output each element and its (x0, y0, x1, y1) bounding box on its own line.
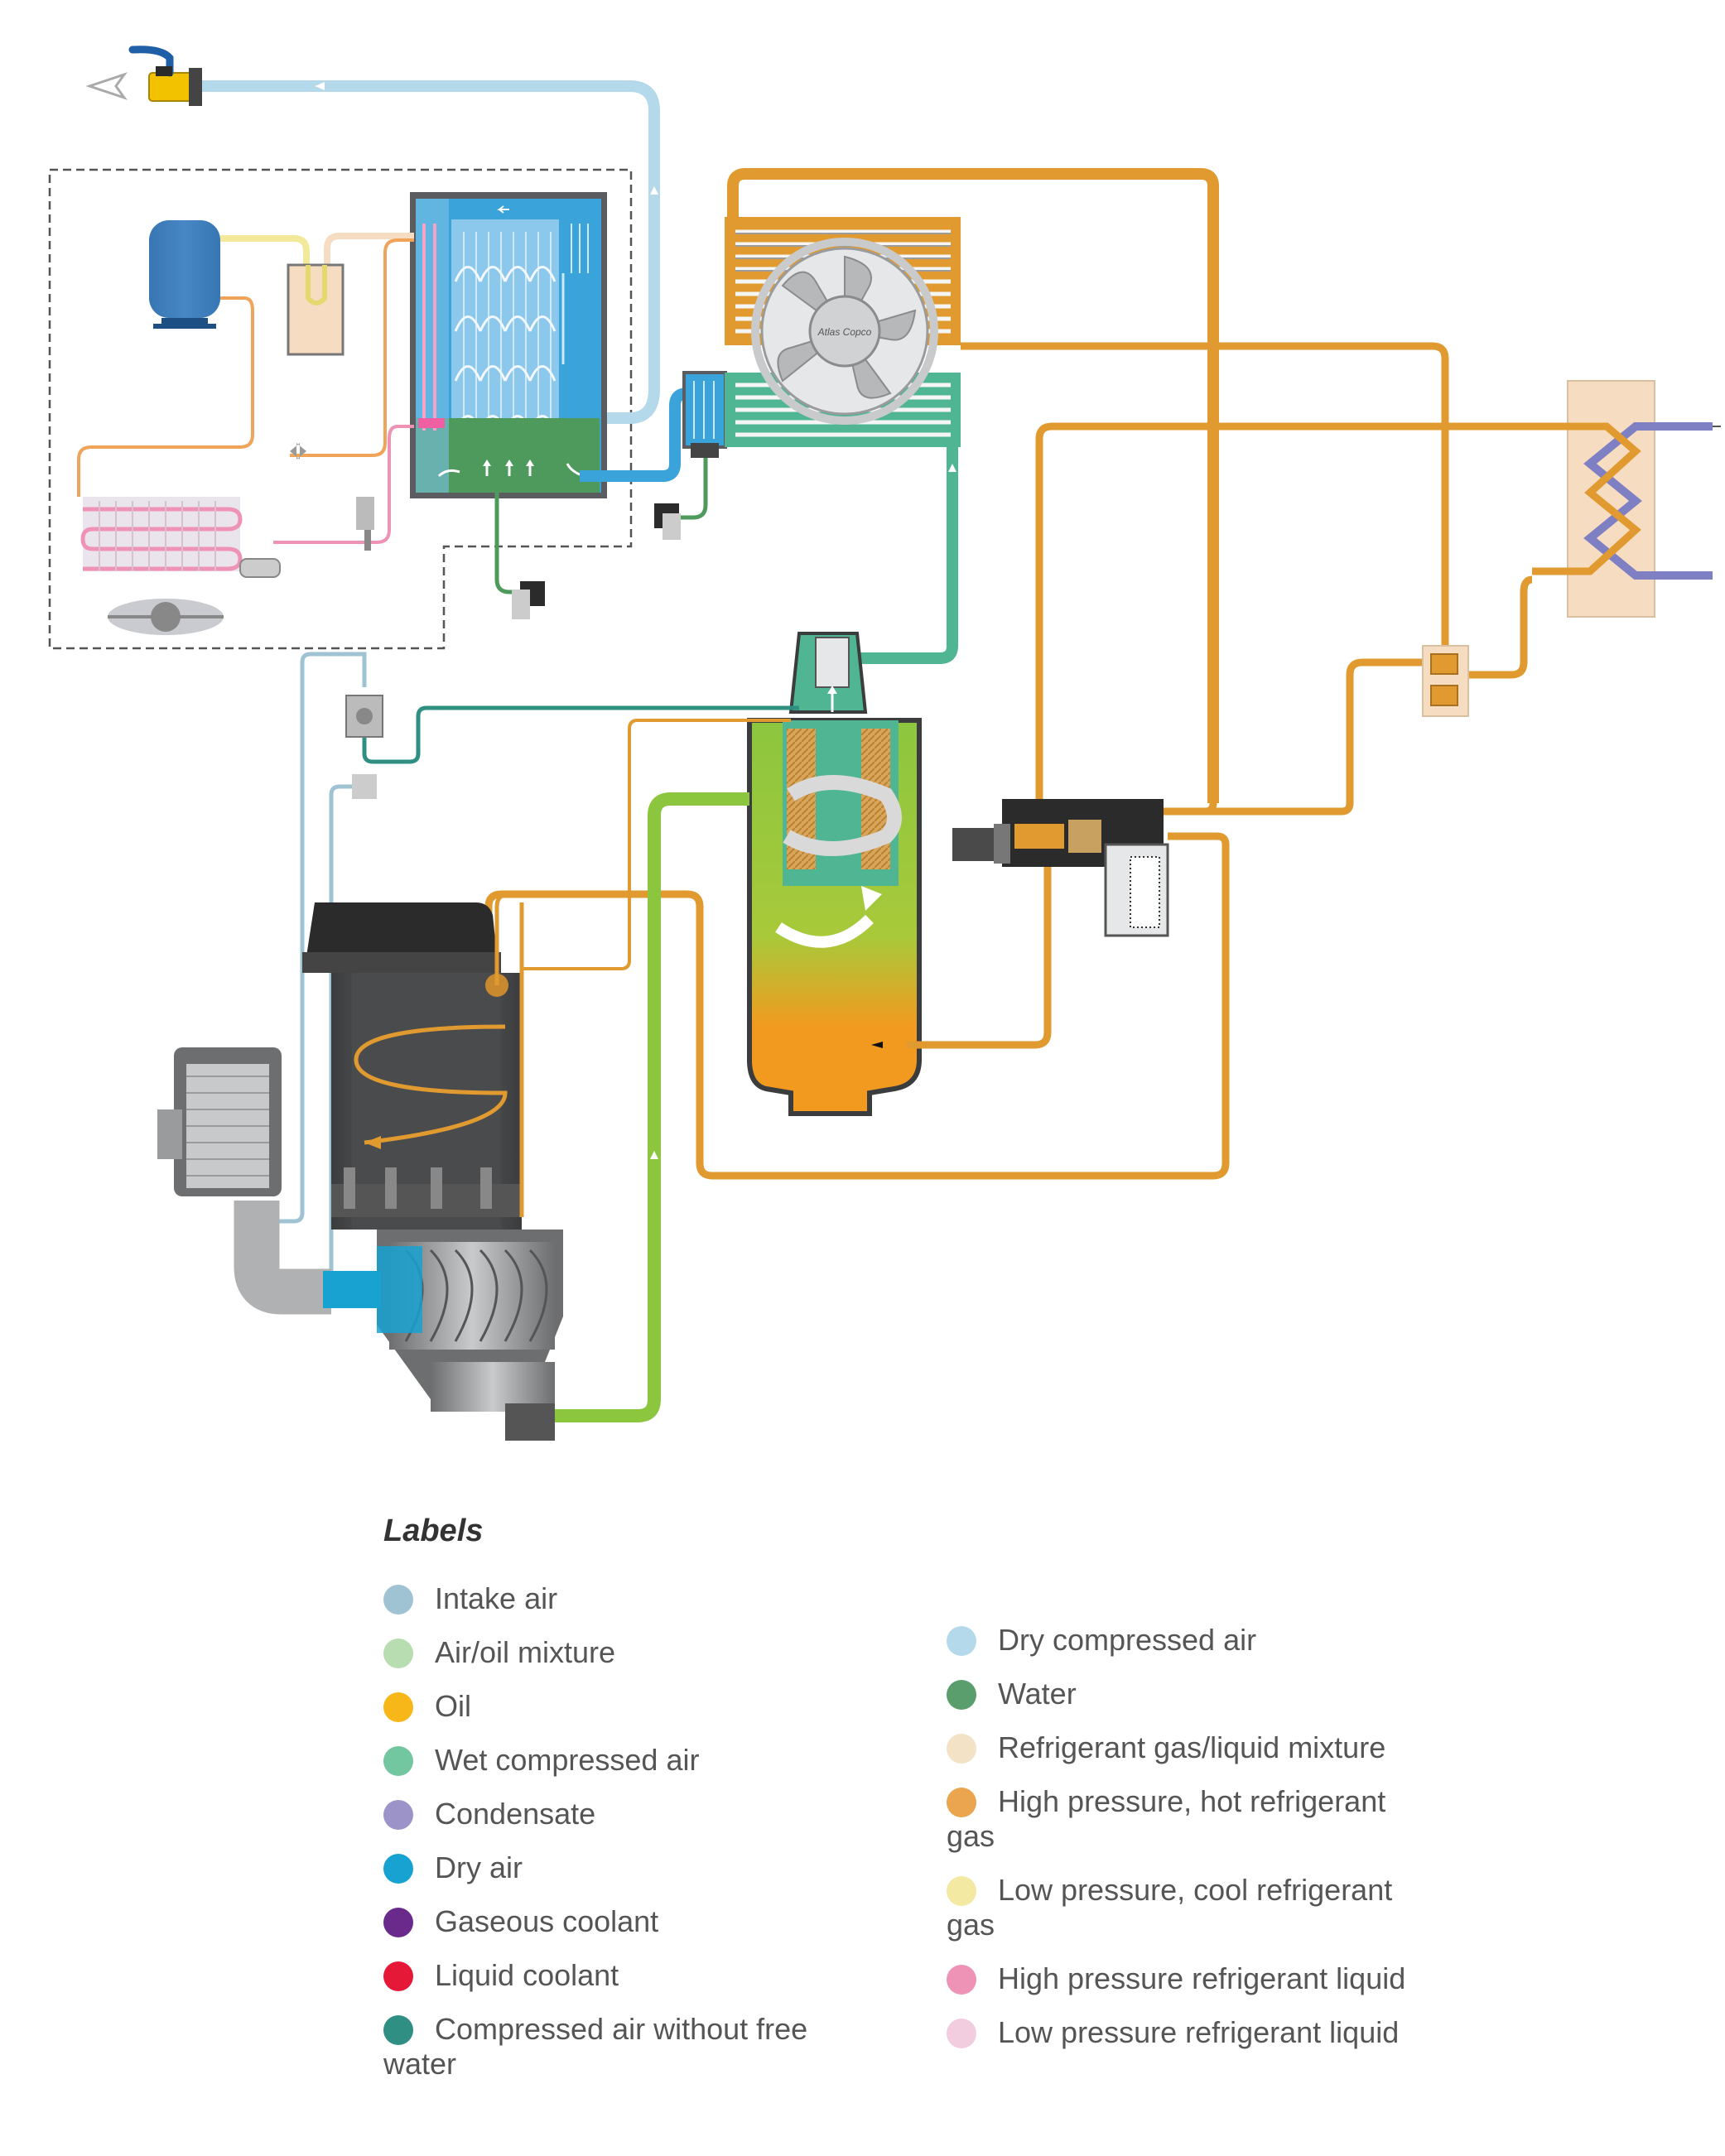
legend-label: Low pressure refrigerant liquid (998, 2015, 1400, 2049)
legend-label: High pressure refrigerant liquid (998, 1961, 1406, 1995)
hot-oil-pipe (727, 168, 1219, 803)
drain-valve (512, 581, 545, 619)
legend-column-right: Dry compressed air Water Refrigerant gas… (947, 1623, 1460, 2069)
legend-swatch (383, 2015, 413, 2045)
legend-item: Dry air (383, 1850, 847, 1885)
arrow-icon (315, 82, 658, 195)
legend-swatch (383, 1908, 413, 1937)
wet-air-pipe (857, 447, 958, 664)
air-oil-pipe (547, 792, 749, 1422)
legend-swatch (947, 1876, 976, 1906)
legend-item: Condensate (383, 1797, 847, 1831)
dry-air-outlet-pipe (190, 80, 660, 424)
fan-brand-label: Atlas Copco (817, 326, 872, 338)
legend-swatch (383, 1746, 413, 1776)
condenser-fan (108, 599, 224, 635)
legend-swatch (947, 2019, 976, 2048)
compression-element (323, 1230, 563, 1441)
drain-valve (654, 503, 681, 540)
air-to-air-heat-exchanger (410, 192, 607, 498)
legend-item: Intake air (383, 1581, 847, 1616)
legend-label: Gaseous coolant (435, 1904, 659, 1938)
oil-separator (747, 632, 922, 1116)
legend-label: Liquid coolant (435, 1958, 619, 1992)
legend-label: Oil (435, 1689, 471, 1723)
compressor-flow-diagram: Atlas Copco (48, 46, 1721, 1441)
legend-label: Dry compressed air (998, 1623, 1257, 1657)
outlet-valve (85, 46, 202, 106)
legend-swatch (383, 1639, 413, 1668)
legend-item: Low pressure refrigerant liquid (947, 2015, 1460, 2050)
legend-label: High pressure, hot refrigerant gas (947, 1784, 1386, 1853)
legend-label: Air/oil mixture (435, 1635, 616, 1669)
legend-item: Oil (383, 1689, 847, 1724)
legend-swatch (947, 1788, 976, 1817)
legend-label: Wet compressed air (435, 1743, 700, 1777)
legend-item: High pressure, hot refrigerant gas (947, 1784, 1410, 1854)
legend-swatch (947, 1626, 976, 1656)
expansion-valve (290, 443, 374, 551)
legend-label: Intake air (435, 1581, 558, 1615)
water-separator (682, 371, 727, 458)
legend-item: Water (947, 1677, 1410, 1711)
legend-swatch (947, 1680, 976, 1710)
legend-label: Water (998, 1677, 1077, 1711)
legend-label: Low pressure, cool refrigerant gas (947, 1873, 1393, 1942)
legend-swatch (947, 1734, 976, 1764)
legend-label: Refrigerant gas/liquid mixture (998, 1730, 1386, 1764)
thermostatic-valve-er (1422, 645, 1469, 717)
dryer-enclosure (48, 168, 633, 650)
cooling-fan: Atlas Copco (751, 238, 938, 425)
legend-column-left: Intake air Air/oil mixture Oil Wet compr… (383, 1581, 847, 2101)
legend-label: Compressed air without free water (383, 2012, 808, 2081)
liquid-separator (287, 263, 345, 356)
legend-title: Labels (383, 1514, 484, 1548)
legend-swatch (383, 1854, 413, 1884)
legend-swatch (947, 1965, 976, 1995)
legend-item: High pressure refrigerant liquid (947, 1961, 1460, 1996)
legend-label: Condensate (435, 1797, 596, 1831)
legend-item: Wet compressed air (383, 1743, 847, 1778)
minimum-pressure-valve (345, 695, 383, 799)
legend-item: Gaseous coolant (383, 1904, 847, 1939)
legend-item: Low pressure, cool refrigerant gas (947, 1873, 1410, 1942)
legend-item: Air/oil mixture (383, 1635, 847, 1670)
legend-swatch (383, 1961, 413, 1991)
motor (302, 902, 524, 1230)
refrigerant-compressor (149, 220, 220, 329)
air-filter (157, 1047, 282, 1196)
legend-item: Refrigerant gas/liquid mixture (947, 1730, 1410, 1765)
energy-recovery-exchanger (1532, 380, 1721, 618)
legend-swatch (383, 1585, 413, 1615)
legend-item: Dry compressed air (947, 1623, 1410, 1658)
oil-filter (1104, 843, 1169, 937)
legend-item: Liquid coolant (383, 1958, 847, 1993)
legend-item: Compressed air without free water (383, 2012, 831, 2081)
legend-swatch (383, 1800, 413, 1830)
legend-swatch (383, 1692, 413, 1722)
legend-label: Dry air (435, 1850, 523, 1884)
condenser-coil (80, 497, 281, 578)
